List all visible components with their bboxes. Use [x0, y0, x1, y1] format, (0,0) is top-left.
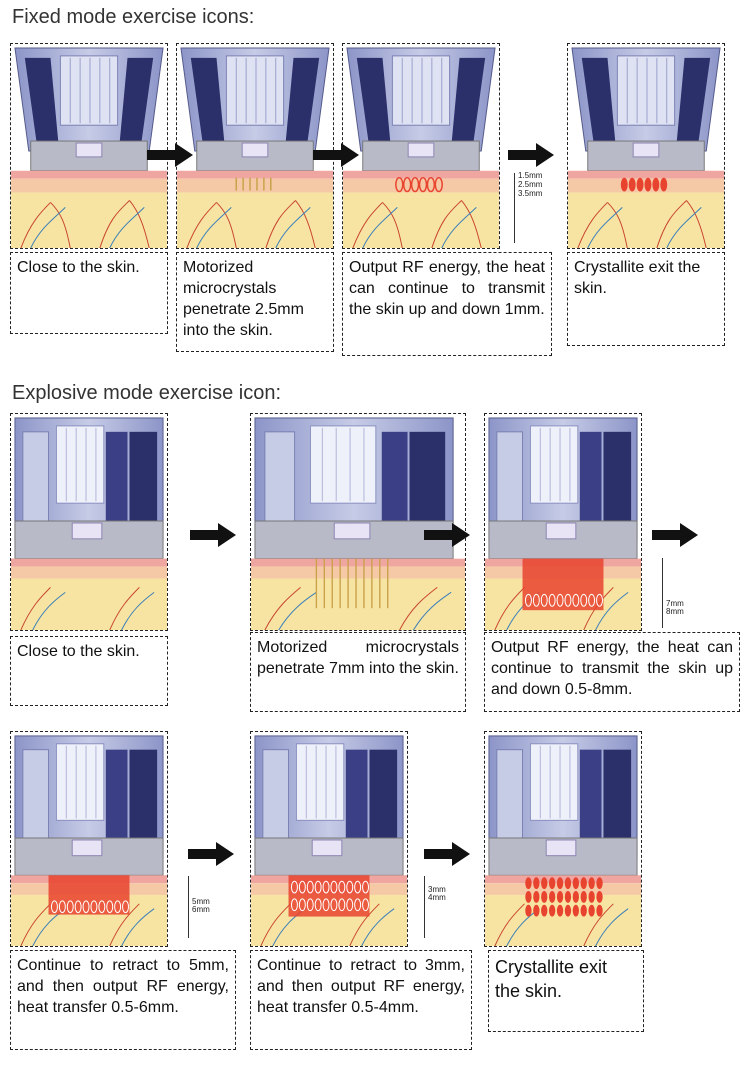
explosive-step3-illustration [484, 413, 642, 631]
right-arrow-icon [313, 143, 359, 167]
explosive-step4-caption: Continue to retract to 5mm, and then out… [10, 950, 236, 1050]
depth-label: 6mm [192, 905, 210, 914]
fixed-step1-caption: Close to the skin. [10, 252, 168, 334]
explosive-step1-caption: Close to the skin. [10, 636, 168, 706]
right-arrow-icon [424, 842, 470, 866]
fixed-step2-caption: Motorized microcrystals penetrate 2.5mm … [176, 252, 334, 352]
right-arrow-icon [508, 143, 554, 167]
depth-label: 7mm [666, 599, 684, 608]
depth-label: 5mm [192, 897, 210, 906]
right-arrow-icon [188, 842, 234, 866]
depth-label: 4mm [428, 893, 446, 902]
explosive-step6-illustration [484, 731, 642, 947]
fixed-step3-caption: Output RF energy, the heat can continue … [342, 252, 552, 356]
fixed-step4-illustration [567, 43, 725, 249]
fixed-step4-caption: Crystallite exit the skin. [567, 252, 725, 346]
explosive-step4-illustration [10, 731, 168, 947]
right-arrow-icon [190, 523, 236, 547]
explosive-step3-caption: Output RF energy, the heat can continue … [484, 632, 740, 712]
depth-label: 3mm [428, 885, 446, 894]
explosive-step6-caption: Crystallite exit the skin. [488, 950, 644, 1032]
right-arrow-icon [652, 523, 698, 547]
depth-label: 8mm [666, 607, 684, 616]
depth-ruler [420, 876, 425, 938]
depth-ruler [658, 558, 663, 628]
depth-label: 2.5mm [518, 180, 543, 189]
explosive-step2-caption: Motorized microcrystals penetrate 7mm in… [250, 632, 466, 712]
depth-label: 3.5mm [518, 189, 543, 198]
depth-label: 1.5mm [518, 171, 543, 180]
explosive-step1-illustration [10, 413, 168, 631]
fixed-mode-heading: Fixed mode exercise icons: [12, 6, 255, 28]
fixed-step1-illustration [10, 43, 168, 249]
right-arrow-icon [147, 143, 193, 167]
depth-ruler [184, 876, 189, 938]
right-arrow-icon [424, 523, 470, 547]
explosive-step5-caption: Continue to retract to 3mm, and then out… [250, 950, 472, 1050]
explosive-mode-heading: Explosive mode exercise icon: [12, 382, 282, 404]
fixed-step3-illustration [342, 43, 500, 249]
fixed-step2-illustration [176, 43, 334, 249]
explosive-step5-illustration [250, 731, 408, 947]
explosive-step2-illustration [250, 413, 466, 631]
depth-ruler [510, 173, 515, 243]
